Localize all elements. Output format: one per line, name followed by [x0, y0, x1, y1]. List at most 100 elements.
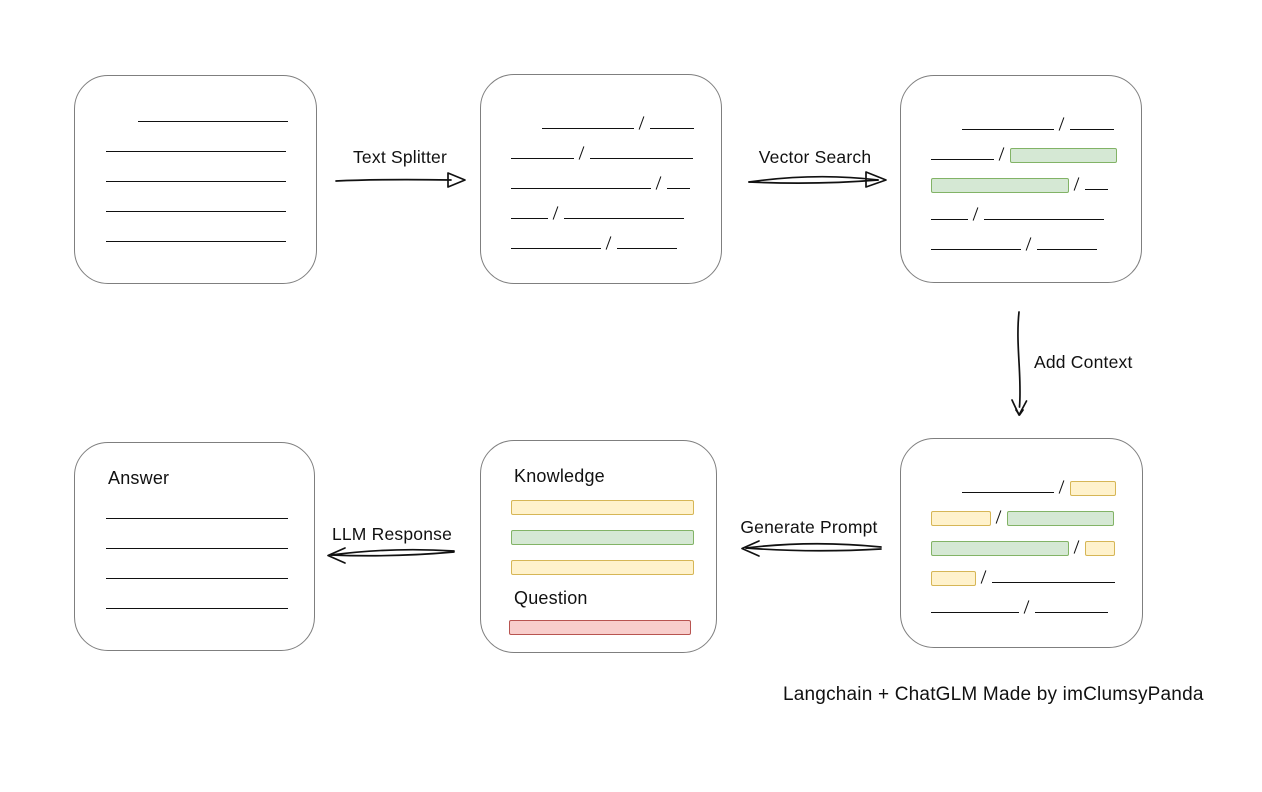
- text-line: [106, 518, 288, 519]
- slash-divider: [998, 147, 1005, 161]
- knowledge-label: Knowledge: [514, 466, 605, 486]
- chunk-row: [106, 519, 288, 549]
- slash-divider: [972, 207, 979, 221]
- matched-chunk-lines: [931, 100, 1117, 251]
- text-line: [106, 548, 288, 549]
- text-line: [931, 159, 994, 160]
- text-line: [106, 181, 286, 182]
- question-bar: [509, 602, 691, 635]
- text-line: [106, 578, 288, 579]
- chunk-row: [511, 482, 694, 515]
- llm-response-arrow: [327, 547, 455, 564]
- slash-divider: [1023, 600, 1030, 614]
- yellow-highlight-chunk: [1085, 541, 1115, 556]
- yellow-highlight-chunk: [511, 500, 694, 515]
- diagram-caption: Langchain + ChatGLM Made by imClumsyPand…: [783, 684, 1204, 705]
- chunk-row: [931, 220, 1117, 251]
- context-chunks-node: [900, 438, 1143, 648]
- slash-divider: [1058, 117, 1065, 131]
- chunk-row: [931, 463, 1116, 496]
- context-chunk-lines: [931, 463, 1116, 614]
- vector-search-arrow: [748, 171, 887, 188]
- split-chunks-node: [480, 74, 722, 284]
- text-line: [931, 612, 1019, 613]
- text-splitter-label: Text Splitter: [352, 147, 448, 167]
- text-line: [542, 128, 634, 129]
- vector-matched-node: [900, 75, 1142, 283]
- text-line: [138, 121, 288, 122]
- source-document-node: [74, 75, 317, 284]
- red-highlight-chunk: [509, 620, 691, 635]
- chunk-row: [931, 100, 1117, 131]
- generate-prompt-arrow: [741, 540, 882, 557]
- chunk-row: [511, 189, 694, 220]
- chunk-row: [511, 159, 694, 190]
- question-label: Question: [514, 588, 588, 608]
- chunk-row: [931, 493, 1116, 526]
- chunk-row: [511, 512, 694, 545]
- chunk-lines: [511, 99, 694, 250]
- text-splitter-arrow: [335, 172, 466, 188]
- slash-divider: [995, 510, 1002, 524]
- answer-node: Answer: [74, 442, 315, 651]
- chunk-row: [509, 602, 691, 635]
- text-line: [1085, 189, 1108, 190]
- chunk-row: [106, 489, 288, 519]
- chunk-row: [106, 152, 288, 182]
- text-line: [962, 129, 1054, 130]
- text-line: [511, 158, 574, 159]
- prompt-node: Knowledge Question: [480, 440, 717, 653]
- vector-search-label: Vector Search: [758, 147, 872, 167]
- text-line: [931, 219, 968, 220]
- chunk-row: [511, 129, 694, 160]
- answer-label: Answer: [108, 468, 170, 488]
- text-line: [667, 188, 690, 189]
- yellow-highlight-chunk: [931, 571, 976, 586]
- text-line: [511, 248, 601, 249]
- green-highlight-chunk: [511, 530, 694, 545]
- text-line: [1070, 129, 1114, 130]
- slash-divider: [1073, 540, 1080, 554]
- slash-divider: [638, 116, 645, 130]
- green-highlight-chunk: [931, 541, 1069, 556]
- text-line: [617, 248, 677, 249]
- slash-divider: [980, 570, 987, 584]
- yellow-highlight-chunk: [931, 511, 991, 526]
- chunk-row: [511, 99, 694, 130]
- slash-divider: [655, 176, 662, 190]
- slash-divider: [552, 206, 559, 220]
- yellow-highlight-chunk: [511, 560, 694, 575]
- document-lines: [106, 92, 288, 242]
- green-highlight-chunk: [931, 178, 1069, 193]
- text-line: [1037, 249, 1097, 250]
- chunk-row: [106, 549, 288, 579]
- chunk-row: [106, 122, 288, 152]
- slash-divider: [1058, 480, 1065, 494]
- chunk-row: [931, 553, 1116, 586]
- text-line: [931, 249, 1021, 250]
- chunk-row: [106, 579, 288, 609]
- chunk-row: [106, 92, 288, 122]
- slash-divider: [578, 146, 585, 160]
- text-line: [650, 128, 694, 129]
- chunk-row: [931, 523, 1116, 556]
- chunk-row: [931, 190, 1117, 221]
- text-line: [106, 241, 286, 242]
- chunk-row: [511, 219, 694, 250]
- text-line: [511, 188, 651, 189]
- chunk-row: [106, 182, 288, 212]
- llm-response-label: LLM Response: [331, 524, 453, 544]
- text-line: [992, 582, 1115, 583]
- text-line: [511, 218, 548, 219]
- answer-lines: [106, 489, 288, 609]
- chunk-row: [511, 542, 694, 575]
- text-line: [984, 219, 1104, 220]
- slash-divider: [1025, 237, 1032, 251]
- text-line: [106, 151, 286, 152]
- add-context-label: Add Context: [1034, 352, 1133, 372]
- text-line: [564, 218, 684, 219]
- chunk-row: [931, 160, 1117, 193]
- chunk-row: [106, 212, 288, 242]
- add-context-arrow: [1011, 311, 1028, 416]
- knowledge-bars: [511, 482, 694, 575]
